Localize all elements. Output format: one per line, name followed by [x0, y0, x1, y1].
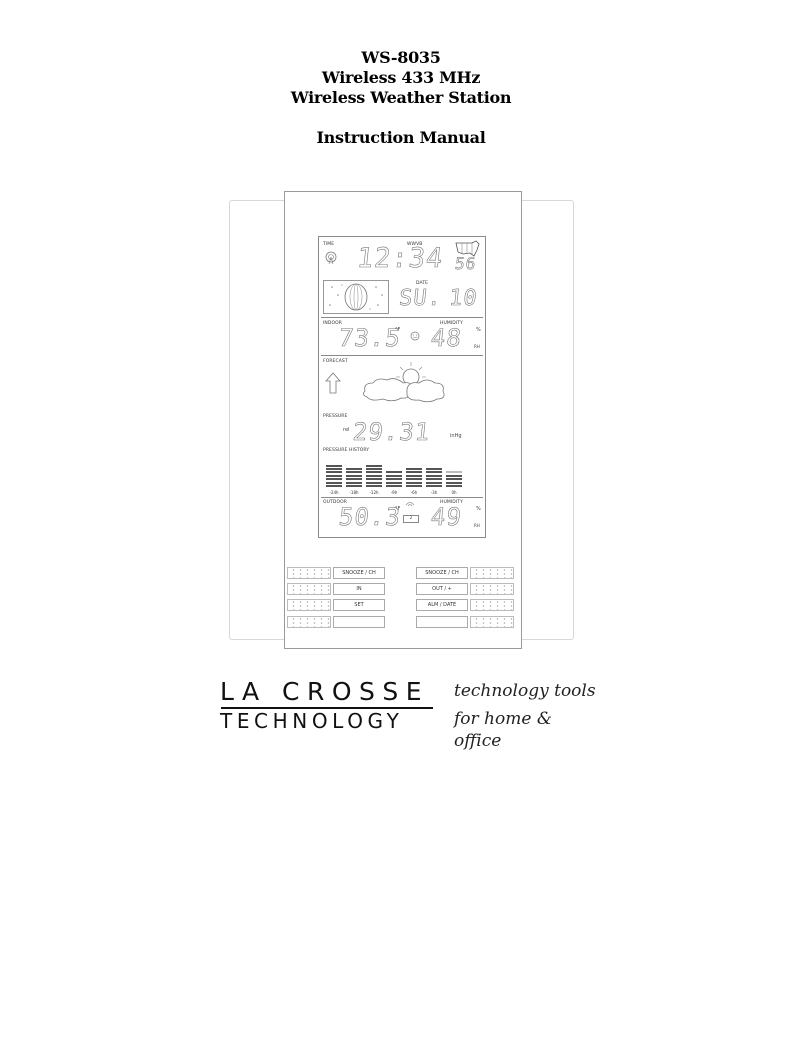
snooze-ch-button-right[interactable]: SNOOZE / CH: [416, 567, 468, 579]
pressure-history-bar: [446, 470, 462, 487]
time-label: TIME: [323, 242, 335, 247]
lcd-divider: [321, 355, 483, 356]
in-button[interactable]: IN: [333, 583, 385, 595]
outdoor-humidity-rh: RH: [474, 523, 480, 528]
lcd-divider: [321, 497, 483, 498]
usa-map-icon: [455, 240, 480, 257]
product-name: Wireless Weather Station: [290, 88, 512, 107]
indoor-label: INDOOR: [323, 321, 342, 326]
lcd-display: TIME WWVB 12:34 56 DATE SU. 10 INDOOR HU…: [318, 236, 486, 538]
date-label: DATE: [416, 281, 429, 286]
pressure-history-bar: [386, 470, 402, 487]
outdoor-temperature: 50.3: [337, 503, 403, 532]
time-value: 12:34: [355, 243, 445, 275]
pressure-history-bar: [346, 467, 362, 487]
pressure-history-bar: [426, 467, 442, 487]
comfort-smiley-icon: [410, 331, 420, 341]
blank-button-left[interactable]: [333, 616, 385, 628]
model-number: WS-8035: [361, 48, 441, 67]
logo-tagline-2: for home & office: [454, 709, 552, 751]
pressure-history-tick: -6h: [410, 490, 418, 495]
indoor-temp-unit: °F: [395, 327, 401, 333]
logo-rule: [221, 707, 433, 709]
lcd-divider: [321, 317, 483, 318]
pressure-label: PRESSURE: [323, 414, 348, 419]
outdoor-label: OUTDOOR: [323, 500, 347, 505]
humidity-percent: %: [476, 327, 481, 333]
set-button[interactable]: SET: [333, 599, 385, 611]
radio-tower-icon: [325, 251, 337, 265]
pressure-history-tick: 0h: [451, 490, 457, 495]
blank-button-right[interactable]: [416, 616, 468, 628]
date-day: 10: [447, 286, 479, 312]
pressure-history-bar: [366, 463, 382, 487]
alm-date-button[interactable]: ALM / DATE: [416, 599, 468, 611]
pressure-history-tick: -24h: [329, 490, 339, 495]
channel-indicator: 2: [403, 515, 419, 523]
la-crosse-logo: LA CROSSE TECHNOLOGY technology tools fo…: [220, 677, 600, 752]
pressure-rel-label: rel: [343, 427, 350, 433]
humidity-rh: RH: [474, 344, 480, 349]
pressure-history-tick: -3h: [430, 490, 438, 495]
forecast-label: FORECAST: [323, 359, 348, 364]
moon-phase-icon: [329, 283, 383, 311]
out-plus-button[interactable]: OUT / +: [416, 583, 468, 595]
indoor-temperature: 73.5: [337, 324, 403, 353]
frequency-line: Wireless 433 MHz: [321, 68, 481, 87]
logo-brand-line-2: TECHNOLOGY: [220, 709, 404, 733]
pressure-history-tick: -9h: [390, 490, 398, 495]
wwvb-label: WWVB: [407, 242, 423, 247]
speaker-grille: [470, 583, 514, 595]
seconds-value: 56: [454, 254, 478, 274]
outdoor-humidity-percent: %: [476, 506, 481, 512]
speaker-grille: [287, 567, 331, 579]
pressure-history-label: PRESSURE HISTORY: [323, 448, 370, 453]
pressure-history-tick: -18h: [349, 490, 359, 495]
date-value: SU.: [397, 286, 444, 312]
pressure-unit: inHg: [450, 433, 462, 439]
device-side-panel-left: [229, 200, 286, 640]
speaker-grille: [287, 583, 331, 595]
indoor-humidity: 48: [429, 324, 464, 353]
snooze-ch-button-left[interactable]: SNOOZE / CH: [333, 567, 385, 579]
device-side-panel-right: [519, 200, 574, 640]
pressure-history-bar: [326, 463, 342, 487]
speaker-grille: [287, 599, 331, 611]
logo-brand-line-1: LA CROSSE: [220, 677, 430, 706]
arrow-up-icon: [325, 372, 341, 394]
signal-icon: [405, 502, 415, 507]
pressure-history-chart: -24h -18h -12h -9h -6h -3h 0h: [323, 457, 483, 495]
speaker-grille: [470, 567, 514, 579]
pressure-history-bar: [406, 467, 422, 487]
partly-cloudy-icon: [363, 362, 445, 403]
speaker-grille: [470, 616, 514, 628]
speaker-grille: [287, 616, 331, 628]
outdoor-temp-unit: °F: [395, 506, 401, 512]
pressure-value: 29.31: [351, 418, 432, 447]
outdoor-humidity-label: HUMIDITY: [440, 500, 463, 505]
outdoor-humidity: 49: [429, 503, 464, 532]
manual-title: Instruction Manual: [316, 128, 486, 147]
speaker-grille: [470, 599, 514, 611]
moon-phase-box: [323, 280, 389, 314]
logo-tagline-1: technology tools: [454, 681, 596, 701]
pressure-history-tick: -12h: [369, 490, 379, 495]
indoor-humidity-label: HUMIDITY: [440, 321, 463, 326]
document-title-block: WS-8035 Wireless 433 MHz Wireless Weathe…: [0, 48, 802, 148]
